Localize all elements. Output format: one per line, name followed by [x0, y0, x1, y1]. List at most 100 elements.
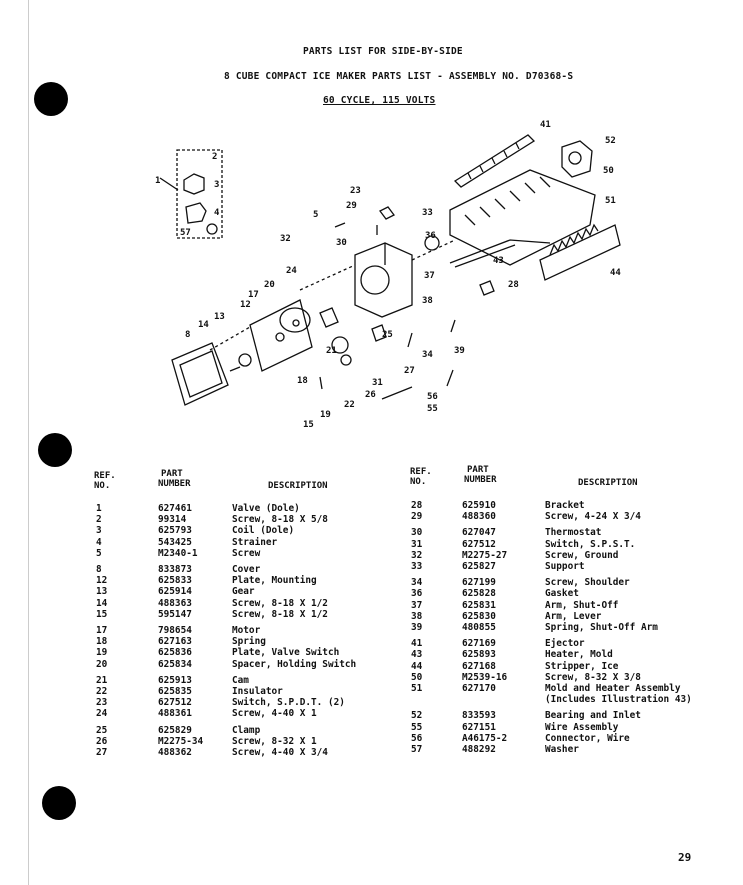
callout-label-29: 29	[346, 201, 357, 211]
cell-ref: 22	[96, 686, 108, 697]
cell-desc: Plate, Valve Switch	[232, 647, 340, 659]
cell-part: 488362	[158, 747, 192, 758]
cell-desc: Screw, 8-32 X 3/8	[545, 671, 641, 683]
cell-part: 625793	[158, 525, 192, 537]
callout-label-56: 56	[427, 392, 438, 402]
callout-label-4: 4	[214, 208, 220, 218]
cell-desc: Screw, Shoulder	[545, 577, 630, 589]
cell-desc: Thermostat	[545, 527, 602, 539]
cell-desc: Heater, Mold	[545, 649, 613, 661]
cell-part: 627163	[158, 636, 192, 648]
cell-desc: Stripper, Ice	[545, 660, 619, 672]
cell-ref: 33	[411, 561, 423, 572]
cell-desc: Switch, S.P.S.T.	[545, 538, 636, 550]
callout-label-30: 30	[336, 238, 347, 248]
callout-label-37: 37	[424, 271, 435, 281]
document-title: PARTS LIST FOR SIDE-BY-SIDE	[303, 46, 463, 57]
cell-desc: Screw, 8-18 X 1/2	[232, 597, 328, 609]
callout-label-51: 51	[605, 196, 616, 206]
callout-label-33: 33	[422, 208, 433, 218]
callout-label-3: 3	[214, 180, 219, 190]
cell-desc: Washer	[545, 744, 579, 755]
cell-ref: 30	[411, 527, 423, 539]
cell-desc: Screw, 8-18 X 5/8	[232, 514, 328, 526]
cell-ref: 12	[96, 575, 108, 587]
cell-ref: 57	[411, 744, 423, 755]
callout-label-32: 32	[280, 234, 291, 244]
punch-hole-middle	[38, 433, 72, 467]
cell-ref: 1	[96, 503, 102, 514]
left-description-header: DESCRIPTION	[268, 481, 328, 491]
punch-hole-top	[34, 82, 68, 116]
cell-ref: 37	[411, 599, 423, 611]
callout-label-34: 34	[422, 350, 433, 360]
cell-ref: 18	[96, 636, 108, 648]
cell-desc: Spring, Shut-Off Arm	[545, 622, 658, 633]
cell-ref: 5	[96, 547, 102, 559]
callout-label-43: 43	[493, 256, 504, 266]
cell-desc: Screw, 4-24 X 3/4	[545, 511, 641, 523]
cell-ref: 51	[411, 683, 423, 694]
cell-ref: 4	[96, 536, 102, 548]
cell-part: 627199	[462, 577, 496, 589]
cell-part: 488363	[158, 597, 192, 609]
cell-desc: Connector, Wire	[545, 732, 630, 744]
callout-label-15: 15	[303, 420, 314, 430]
right-description-header: DESCRIPTION	[578, 478, 638, 488]
cell-desc: Clamp	[232, 724, 261, 736]
callout-label-39: 39	[454, 346, 465, 356]
cell-ref: 25	[96, 724, 108, 736]
cell-desc: Screw, 4-40 X 1	[232, 708, 317, 720]
cell-ref: 21	[96, 674, 108, 686]
cell-ref: 13	[96, 586, 108, 598]
callout-label-1: 1	[155, 176, 160, 186]
cell-ref: 27	[96, 747, 108, 758]
cell-desc: Arm, Shut-Off	[545, 599, 619, 611]
cell-ref: 38	[411, 610, 423, 622]
cell-ref: 44	[411, 660, 423, 672]
cell-ref: 15	[96, 608, 108, 620]
voltage-subtitle: 60 CYCLE, 115 VOLTS	[323, 95, 436, 106]
cell-desc: Cover	[232, 564, 261, 575]
callout-label-20: 20	[264, 280, 275, 290]
cell-desc: Gear	[232, 586, 255, 598]
cell-part: 625829	[158, 724, 192, 736]
cell-part: 625831	[462, 599, 496, 611]
cell-desc: Wire Assembly	[545, 721, 619, 733]
callout-label-41: 41	[540, 120, 551, 130]
callout-label-8: 8	[185, 330, 190, 340]
cell-part: 625827	[462, 561, 496, 572]
callout-label-22: 22	[344, 400, 355, 410]
cell-desc: Plate, Mounting	[232, 575, 317, 587]
cell-desc: Valve (Dole)	[232, 503, 300, 514]
cell-part: 833593	[462, 710, 496, 722]
callout-label-12: 12	[240, 300, 251, 310]
callout-label-38: 38	[422, 296, 433, 306]
callout-label-19: 19	[320, 410, 331, 420]
callout-label-55: 55	[427, 404, 438, 414]
cell-ref: 24	[96, 708, 108, 720]
cell-part: 488360	[462, 511, 496, 523]
callout-label-25: 25	[382, 330, 393, 340]
cell-ref: 34	[411, 577, 423, 589]
cell-desc: Motor	[232, 625, 261, 636]
cell-desc: Screw, Ground	[545, 549, 619, 561]
cell-ref: 8	[96, 564, 102, 575]
cell-desc: Strainer	[232, 536, 278, 548]
cell-ref: 3	[96, 525, 102, 537]
cell-desc: Insulator	[232, 686, 283, 697]
cell-ref: 55	[411, 721, 423, 733]
cell-part: 627168	[462, 660, 496, 672]
cell-part: 625893	[462, 649, 496, 661]
cell-part: 625836	[158, 647, 192, 659]
cell-part: A46175-2	[462, 732, 508, 744]
cell-part: 480855	[462, 622, 496, 633]
cell-desc: Switch, S.P.D.T. (2)	[232, 697, 345, 709]
cell-desc: Spring	[232, 636, 266, 648]
cell-ref: 14	[96, 597, 108, 609]
cell-ref: 19	[96, 647, 108, 659]
cell-desc: (Includes Illustration 43)	[545, 694, 692, 706]
cell-desc: Ejector	[545, 638, 585, 650]
cell-part: 833873	[158, 564, 192, 575]
